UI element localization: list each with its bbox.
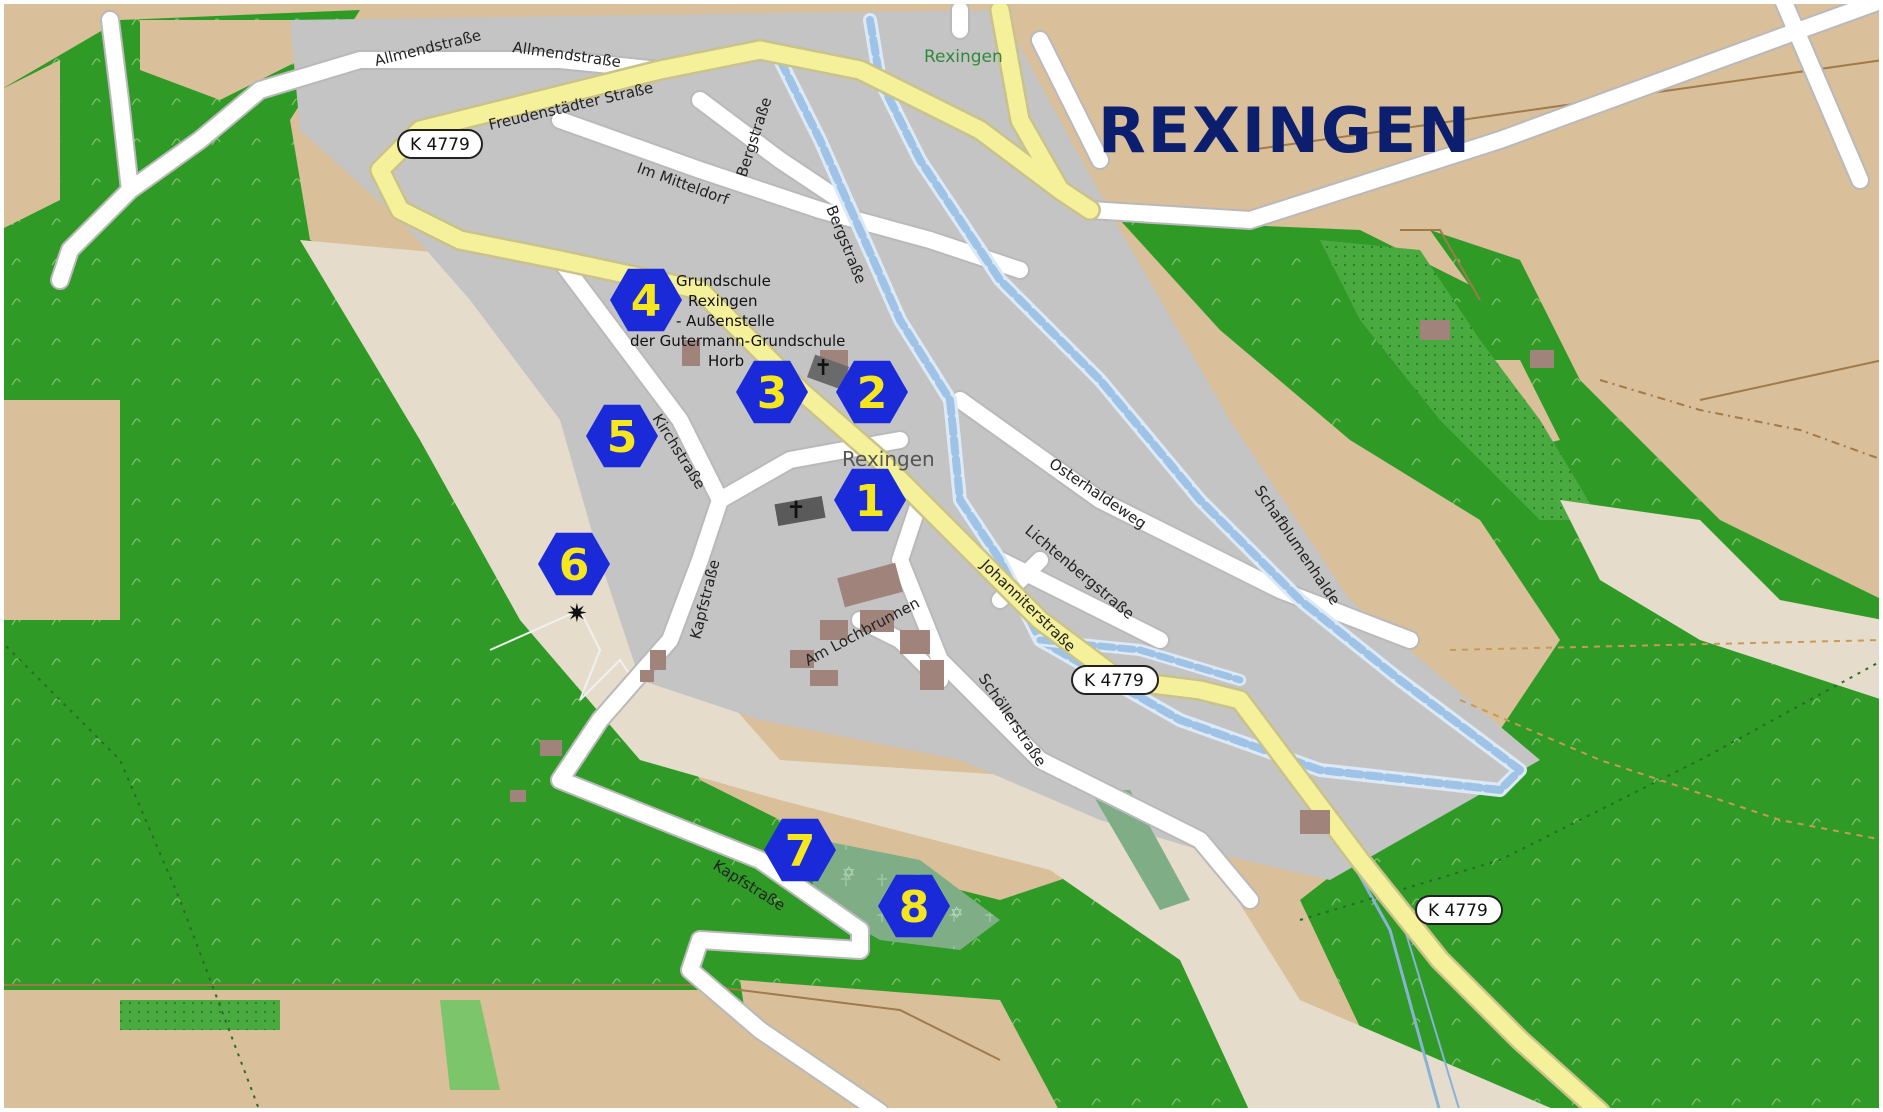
- church-building: [774, 495, 826, 527]
- svg-text:K 4779: K 4779: [410, 135, 470, 155]
- school-label: Grundschule Rexingen - Außenstelle der G…: [630, 272, 845, 370]
- marker-7[interactable]: 7: [764, 818, 836, 882]
- marker-8[interactable]: 8: [878, 874, 950, 938]
- field-northwest: [0, 60, 60, 230]
- marker-hexagon: [836, 360, 908, 424]
- residential-area: [290, 10, 1540, 880]
- marker-2[interactable]: 2: [836, 360, 908, 424]
- forest-northeast: [1430, 230, 1700, 540]
- marker-4[interactable]: 4: [610, 268, 682, 332]
- path-dotted-west: [0, 639, 261, 1112]
- marker-number: 5: [607, 412, 638, 463]
- field-boundary-south: [0, 984, 1001, 1061]
- meadow-dotted-2: [120, 1000, 280, 1030]
- road-shield-1: K 4779: [397, 129, 483, 159]
- viewpoint-icon: ✷: [566, 599, 588, 629]
- forest-west: [0, 10, 1300, 1112]
- marker-hexagon: [586, 404, 658, 468]
- svg-text:Grundschule: Grundschule: [676, 272, 771, 290]
- svg-text:K 4779: K 4779: [1084, 671, 1144, 691]
- marker-number: 4: [631, 276, 662, 327]
- forest-east: [1120, 220, 1883, 1112]
- trail-zigzag: [579, 609, 641, 701]
- marker-number: 6: [559, 540, 590, 591]
- marker-hexagon: [538, 532, 610, 596]
- marker-6[interactable]: 6: [538, 532, 610, 596]
- map-title: REXINGEN: [1098, 94, 1472, 167]
- meadow-dotted-1: [1320, 240, 1600, 520]
- marker-hexagon: [610, 268, 682, 332]
- path-track: [1449, 639, 1883, 651]
- chapel-building: [806, 354, 850, 390]
- path-dashed-brown: [1459, 699, 1883, 841]
- forest-southwest: [0, 640, 110, 990]
- trail-west: [489, 609, 581, 651]
- marker-hexagon: [834, 468, 906, 532]
- marker-number: 7: [785, 826, 816, 877]
- svg-text:Rexingen: Rexingen: [688, 292, 758, 310]
- place-label-rexingen-center: Rexingen: [842, 447, 935, 471]
- svg-text:- Außenstelle: - Außenstelle: [676, 312, 775, 330]
- marker-number: 1: [855, 476, 886, 527]
- chapel-icon: ✝: [814, 356, 832, 381]
- church-icon: ✝: [786, 496, 806, 524]
- meadow-light: [300, 240, 1560, 1112]
- star-of-david-icon: ✡: [842, 863, 855, 882]
- svg-text:K 4779: K 4779: [1428, 901, 1488, 921]
- marker-1[interactable]: 1: [834, 468, 906, 532]
- star-of-david-icon: ✡: [950, 903, 963, 922]
- marker-number: 8: [899, 882, 930, 933]
- road-shield-2: K 4779: [1071, 665, 1159, 695]
- marker-5[interactable]: 5: [586, 404, 658, 468]
- marker-hexagon: [736, 360, 808, 424]
- svg-text:der Gutermann-Grundschule: der Gutermann-Grundschule: [630, 332, 845, 350]
- marker-number: 3: [757, 368, 788, 419]
- meadow-light-east: [1560, 500, 1883, 700]
- buildings: [510, 320, 1554, 834]
- road-shield-3: K 4779: [1415, 895, 1503, 925]
- marker-number: 2: [857, 368, 888, 419]
- meadow-dotted-3: [440, 1000, 500, 1090]
- marker-3[interactable]: 3: [736, 360, 808, 424]
- green-area-small: [1090, 790, 1190, 910]
- place-label-rexingen-north: Rexingen: [924, 47, 1003, 67]
- svg-text:Horb: Horb: [708, 352, 744, 370]
- marker-hexagon: [764, 818, 836, 882]
- marker-hexagon: [878, 874, 950, 938]
- field-west: [0, 400, 120, 620]
